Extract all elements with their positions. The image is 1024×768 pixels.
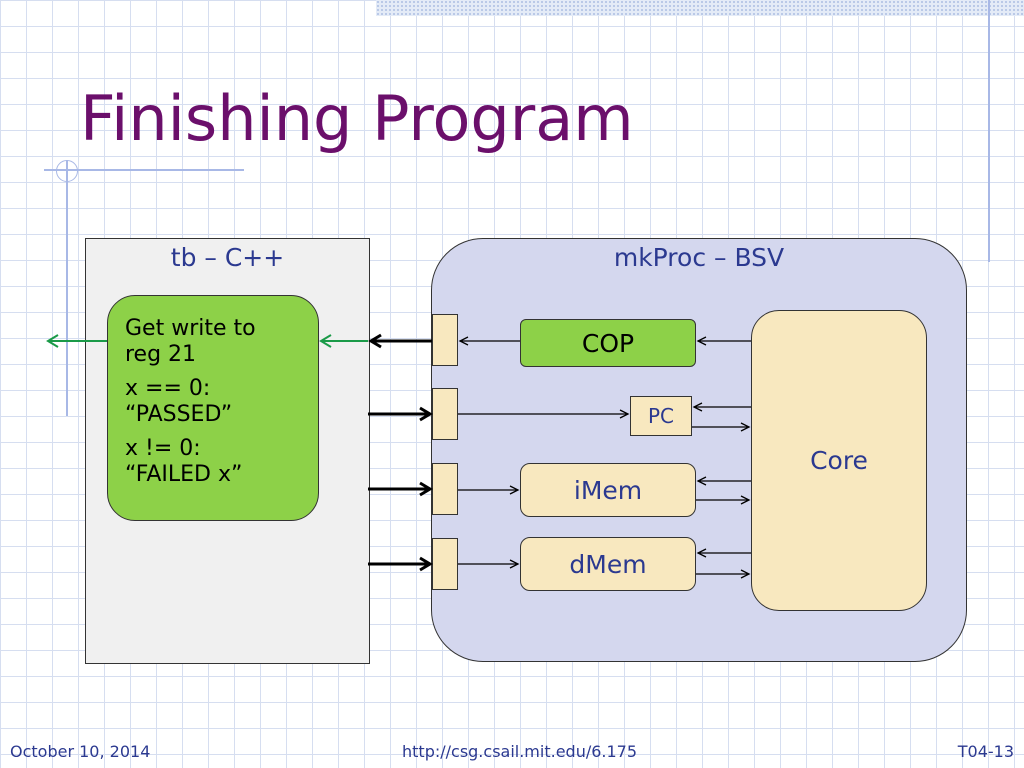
cop-module: COP [520,319,696,367]
arrow-core-to-imem [696,476,751,486]
logic-line: x != 0: “FAILED x” [125,436,243,487]
logic-line: x == 0: “PASSED” [125,376,233,427]
thick-arrow-pc [368,406,433,422]
decoration-line-left [66,160,68,416]
imem-label: iMem [573,475,643,505]
arrow-port-to-pc [458,409,630,419]
pc-label: PC [647,404,675,428]
footer-url: http://csg.csail.mit.edu/6.175 [402,742,638,761]
imem-module: iMem [520,463,696,517]
green-arrow-out [46,334,107,348]
pc-module: PC [630,396,692,436]
green-arrow-in [319,334,368,348]
arrow-core-to-pc [692,402,751,412]
arrow-imem-to-core [696,495,751,505]
core-module: Core [751,310,927,611]
thick-arrow-cop [368,333,432,349]
footer-date: October 10, 2014 [10,742,151,761]
slide-title: Finishing Program [80,82,634,155]
tb-box-title: tb – C++ [170,243,285,272]
port-dmem [432,538,458,590]
port-cop [432,314,458,366]
arrow-core-to-cop [696,336,751,346]
dmem-label: dMem [569,549,647,579]
cop-label: COP [581,328,635,358]
arrow-dmem-to-core [696,569,751,579]
decoration-line-right [988,0,990,262]
port-imem [432,463,458,515]
header-decoration-band [376,0,1024,16]
decoration-line-horizontal [44,169,244,171]
dmem-module: dMem [520,537,696,591]
footer-slide-number: T04-13 [957,742,1014,761]
arrow-core-to-dmem [696,548,751,558]
thick-arrow-imem [368,481,433,497]
testbench-logic-box: Get write to reg 21 x == 0: “PASSED” x !… [107,295,319,521]
proc-box-title: mkProc – BSV [613,243,785,272]
arrow-pc-to-core [692,422,751,432]
decoration-circle [56,160,78,182]
core-label: Core [810,446,868,475]
logic-line: Get write to reg 21 [125,316,256,367]
arrow-cop-to-port [458,336,520,346]
thick-arrow-dmem [368,556,433,572]
arrow-port-to-imem [458,485,520,495]
arrow-port-to-dmem [458,559,520,569]
